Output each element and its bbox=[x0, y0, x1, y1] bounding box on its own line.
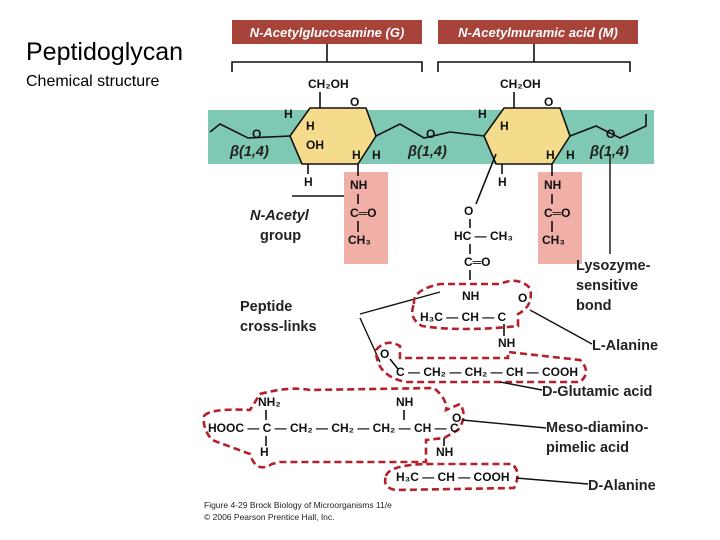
meso-dap-label-1: Meso-diamino- bbox=[546, 420, 648, 436]
figure-caption-2: © 2006 Pearson Prentice Hall, Inc. bbox=[204, 512, 335, 522]
glu-chain: C — CH₂ — CH₂ — CH — COOH bbox=[396, 365, 578, 379]
m-acetyl-box bbox=[538, 172, 582, 264]
bracket-m bbox=[437, 44, 631, 72]
n-acetyl-label-2: group bbox=[260, 228, 301, 244]
bond-left bbox=[209, 123, 291, 139]
lysozyme-label-1: Lysozyme- bbox=[576, 258, 651, 274]
dap-nh: NH bbox=[396, 395, 413, 409]
meso-dap-label-2: pimelic acid bbox=[546, 440, 629, 456]
g-h1: H bbox=[284, 107, 293, 121]
m-h1: H bbox=[478, 107, 487, 121]
m-h5: H bbox=[498, 175, 507, 189]
beta-mid-label: β(1,4) bbox=[407, 144, 447, 160]
dap-h: H bbox=[260, 445, 269, 459]
m-link-o-right: O bbox=[606, 127, 615, 141]
g-nh: NH bbox=[350, 178, 367, 192]
g-oh: OH bbox=[306, 138, 324, 152]
g-h2: H bbox=[306, 119, 315, 133]
lactyl-o: O bbox=[464, 204, 473, 218]
lactyl-hc-ch3: HC — CH₃ bbox=[454, 229, 513, 243]
bond-mid bbox=[375, 123, 485, 139]
m-h4: H bbox=[566, 148, 575, 162]
slide-title: Peptidoglycan bbox=[26, 38, 184, 66]
lactyl-c-eq-o: C═O bbox=[464, 255, 491, 269]
g-ring-o: O bbox=[350, 95, 359, 109]
dap-chain: HOOC — C — CH₂ — CH₂ — CH₂ — CH — C bbox=[208, 421, 459, 435]
g-h5: H bbox=[304, 175, 313, 189]
m-ring-o: O bbox=[544, 95, 553, 109]
ala2-nh: NH bbox=[436, 445, 453, 459]
header-g-label: N-Acetylglucosamine (G) bbox=[250, 25, 405, 40]
ala1-nh: NH bbox=[462, 289, 479, 303]
d-alanine-pointer bbox=[515, 477, 589, 485]
header-m-bar bbox=[438, 20, 638, 44]
d-glutamic-outline bbox=[374, 341, 588, 384]
bond-right bbox=[569, 114, 647, 139]
m-c-eq-o: C═O bbox=[544, 206, 571, 220]
g-h4: H bbox=[372, 148, 381, 162]
m-ch2oh: CH₂OH bbox=[500, 77, 541, 91]
n-acetyl-label-1: N-Acetyl bbox=[250, 208, 310, 224]
meso-dap-pointer bbox=[461, 419, 547, 429]
figure-caption-1: Figure 4-29 Brock Biology of Microorgani… bbox=[204, 500, 392, 510]
d-alanine-label: D-Alanine bbox=[588, 478, 656, 494]
m-ch3: CH₃ bbox=[542, 233, 565, 247]
ala2-chain: H₃C — CH — COOH bbox=[396, 470, 510, 484]
glu-co-bond bbox=[389, 358, 399, 370]
m-h2: H bbox=[500, 119, 509, 133]
lysozyme-label-2: sensitive bbox=[576, 278, 638, 294]
dap-nh2: NH₂ bbox=[258, 395, 281, 409]
g-ch2oh: CH₂OH bbox=[308, 77, 349, 91]
header-m-label: N-Acetylmuramic acid (M) bbox=[458, 25, 618, 40]
lysozyme-label-3: bond bbox=[576, 298, 611, 314]
beta-right-label: β(1,4) bbox=[589, 144, 629, 160]
beta-left-label: β(1,4) bbox=[229, 144, 269, 160]
lactyl-o-bond bbox=[475, 153, 497, 205]
m-h3: H bbox=[546, 148, 555, 162]
crosslink-pointer-1 bbox=[359, 291, 441, 315]
peptide-crosslinks-label-1: Peptide bbox=[240, 299, 292, 315]
m-link-o-left: O bbox=[426, 127, 435, 141]
peptidoglycan-structure-figure: N-Acetylglucosamine (G) N-Acetylmuramic … bbox=[202, 20, 658, 522]
dap-o: O bbox=[452, 411, 461, 425]
g-ring-o-link: O bbox=[252, 127, 261, 141]
ala1-chain: H₃C — CH — C bbox=[420, 310, 507, 324]
m-nh: NH bbox=[544, 178, 561, 192]
ala1-nh-link: NH bbox=[498, 336, 515, 350]
slide-subtitle: Chemical structure bbox=[26, 73, 160, 90]
g-acetyl-box bbox=[344, 172, 388, 264]
g-ch3: CH₃ bbox=[348, 233, 371, 247]
d-glutamic-pointer bbox=[499, 381, 543, 391]
d-glutamic-label: D-Glutamic acid bbox=[542, 384, 652, 400]
header-g-bar bbox=[232, 20, 422, 44]
l-alanine-outline bbox=[410, 279, 533, 331]
glu-o: O bbox=[380, 347, 389, 361]
g-h3: H bbox=[352, 148, 361, 162]
g-c-eq-o: C═O bbox=[350, 206, 377, 220]
l-alanine-label: L-Alanine bbox=[592, 338, 658, 354]
meso-dap-outline bbox=[202, 386, 465, 469]
bracket-g bbox=[231, 44, 423, 72]
l-alanine-pointer bbox=[529, 309, 593, 345]
peptide-crosslinks-label-2: cross-links bbox=[240, 319, 317, 335]
ala1-o: O bbox=[518, 291, 527, 305]
